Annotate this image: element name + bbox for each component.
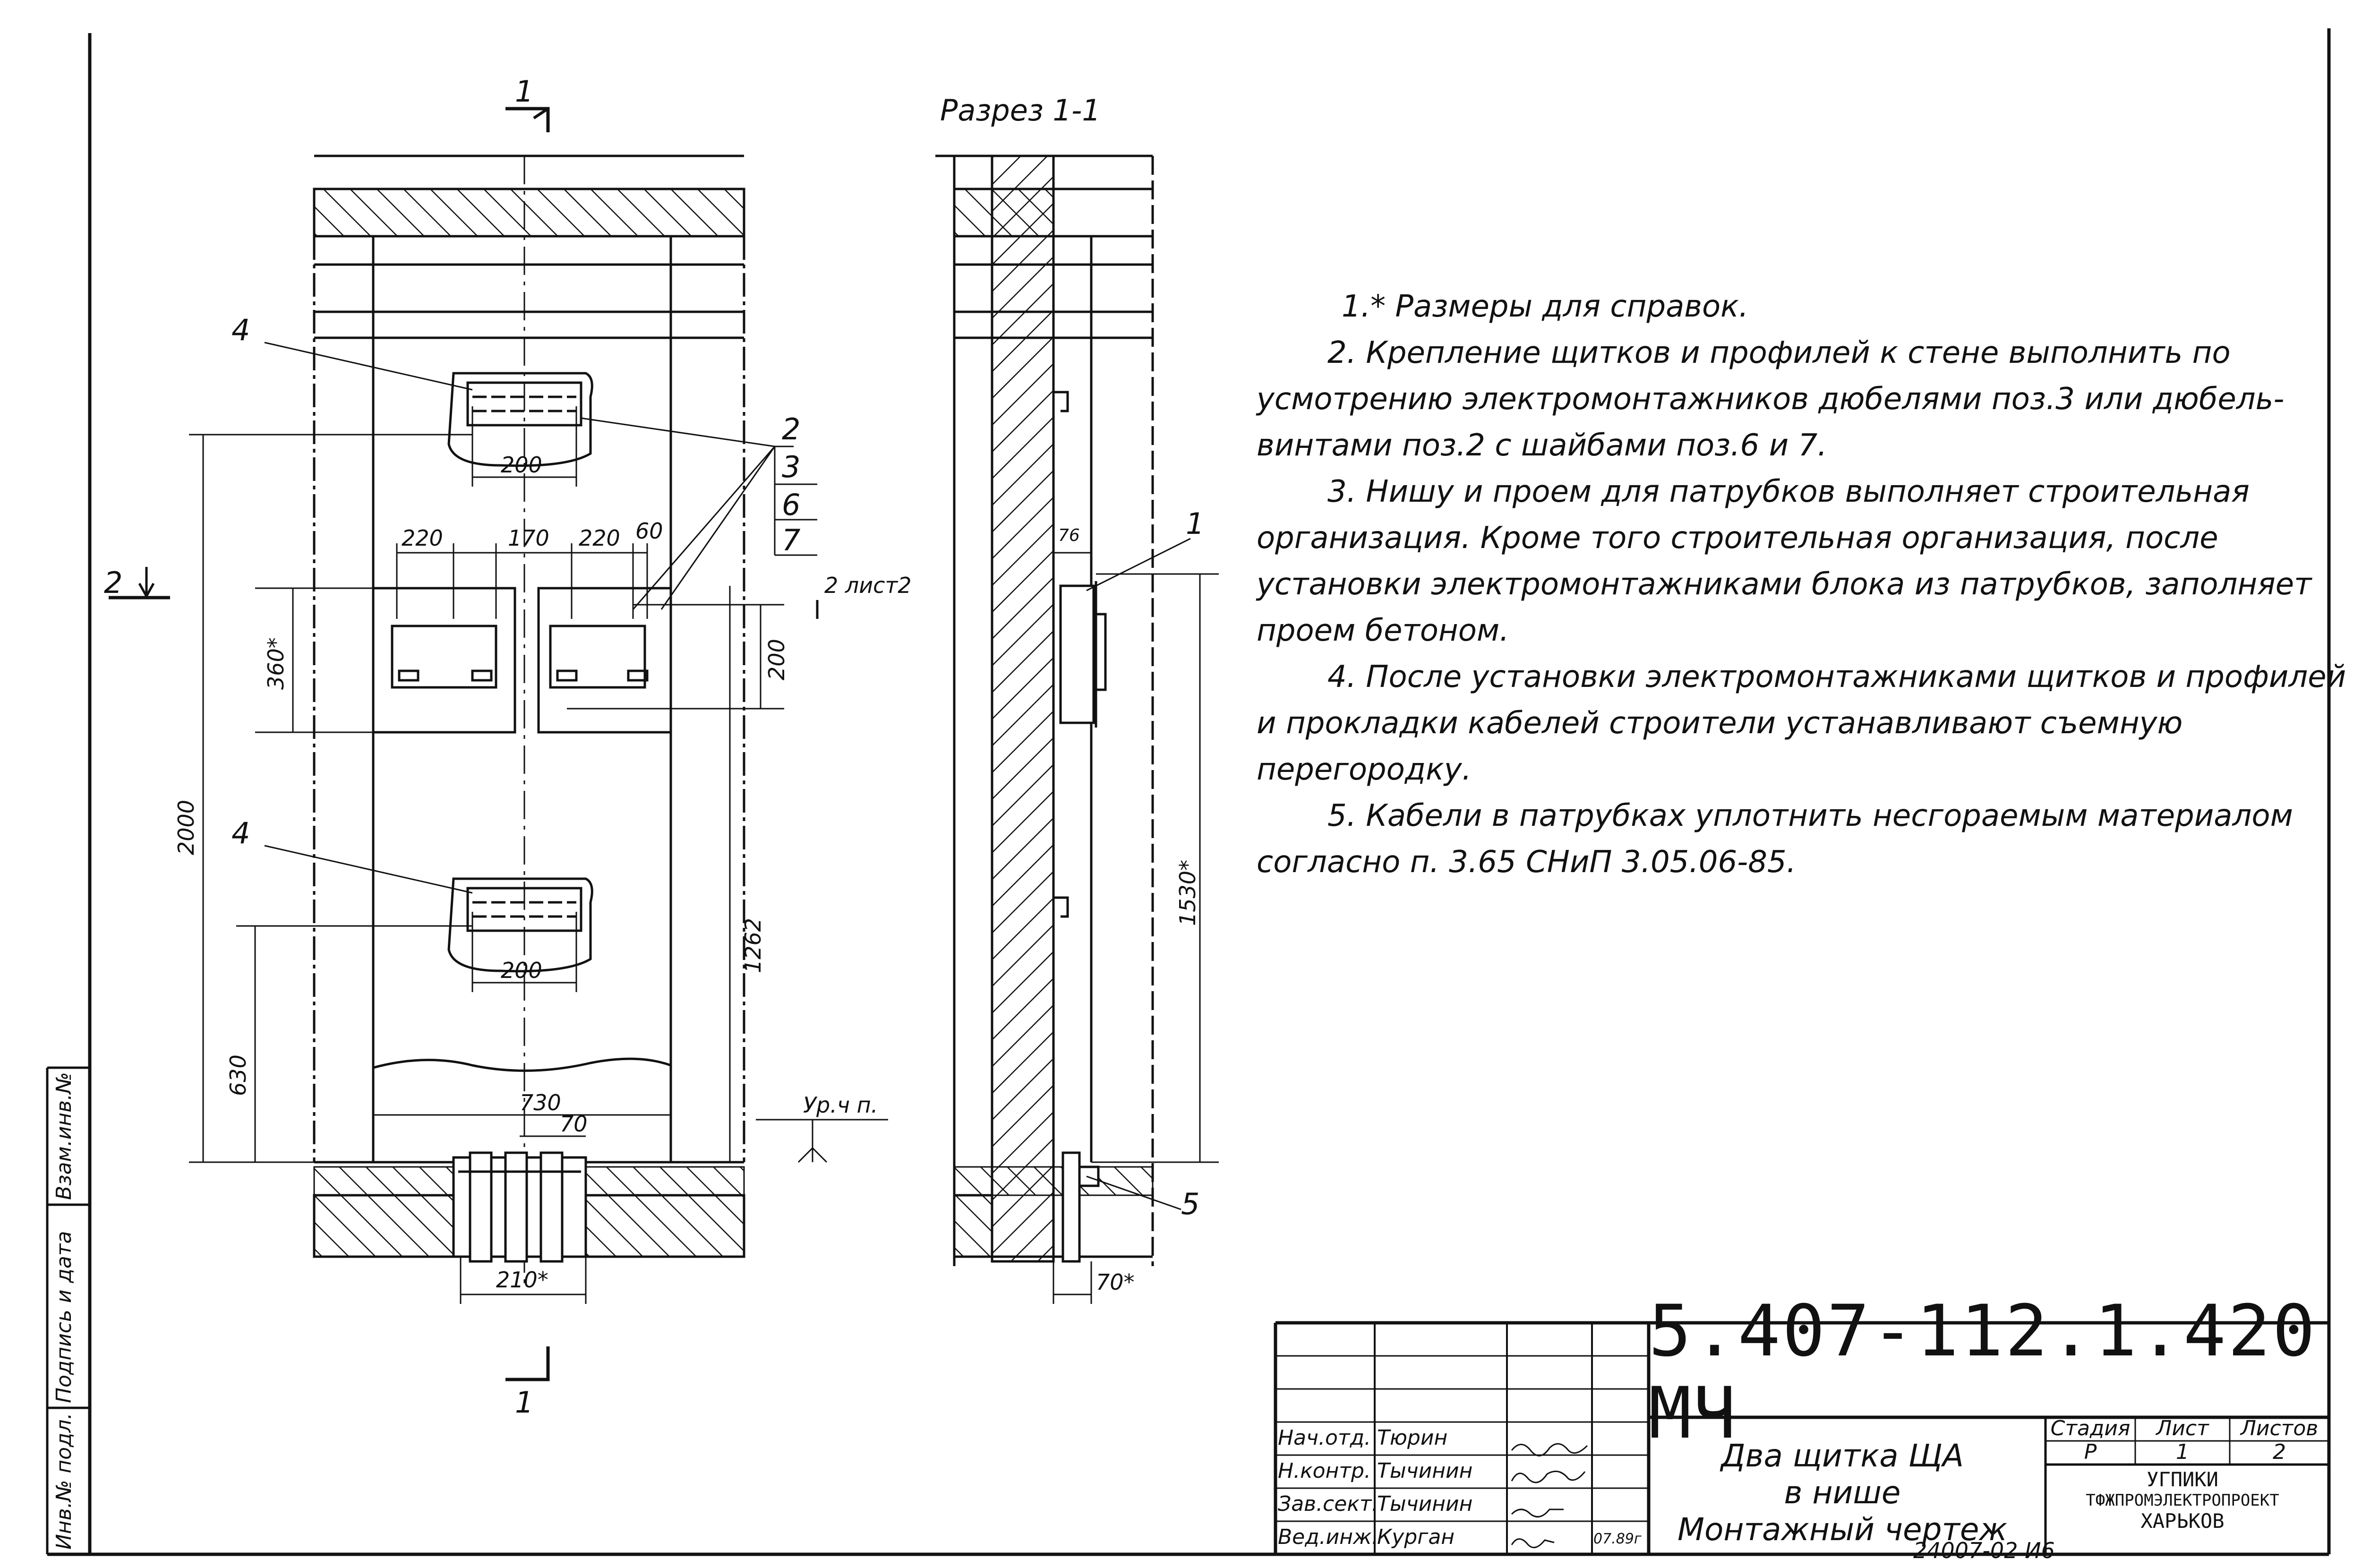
section-mark-top: 1 [515,74,533,109]
dim-210: 210* [496,1267,548,1293]
front-view [313,154,745,1285]
sheet-frame [46,28,2331,1556]
signer-name-1: Тюрин [1377,1426,1448,1450]
drawing-name: Два щитка ЩА в нише Монтажный чертеж [1639,1422,2045,1564]
drawing-labels: Разрез 1-1 1 1 2 2 лист2 Ур.ч п. 4 4 2 3… [104,74,1204,1420]
drawing-name-line2: в нише [1784,1474,1901,1511]
section-title: Разрез 1-1 [940,93,1101,128]
dim-70: 70 [560,1111,588,1137]
drawing-name-line1: Два щитка ЩА [1720,1438,1964,1474]
stage-label: Стадия [2050,1416,2131,1440]
signer-name-4: Курган [1377,1525,1455,1549]
dim-76: 76 [1058,526,1080,545]
view-mark: 2 [104,566,122,600]
signer-name-3: Тычинин [1377,1492,1473,1516]
note-4: 4. После установки электромонтажниками щ… [1257,660,2346,787]
signer-role-2: Н.контр. [1278,1459,1371,1483]
title-block-grid [1274,1321,2329,1554]
dim-2000: 2000 [173,800,199,855]
organization: УГПИКИ ТФЖПРОМЭЛЕКТРОПРОЕКТ ХАРЬКОВ [2045,1469,2319,1532]
general-notes: 1.* Размеры для справок. 2. Крепление щи… [1257,283,2353,885]
dim-220-left: 220 [402,525,443,551]
sheets-label: Листов [2240,1416,2319,1440]
dim-60: 60 [635,518,663,544]
sheet-label: Лист [2156,1416,2209,1440]
section-view [935,154,1154,1266]
drawing-name-line3: Монтажный чертеж [1677,1511,2007,1548]
dim-200-right: 200 [764,639,789,680]
dim-200-lower: 200 [501,958,542,983]
signatures [1511,1443,1588,1549]
callout-1: 1 [1186,506,1204,541]
archive-number: 24007-02 И6 [1913,1538,2055,1563]
org-line2: ТФЖПРОМЭЛЕКТРОПРОЕКТ [2086,1491,2279,1510]
dim-70-section: 70* [1096,1269,1135,1295]
note-3: 3. Нишу и проем для патрубков выполняет … [1257,474,2312,648]
dim-1262: 1262 [740,918,766,973]
dim-170: 170 [508,525,549,551]
dim-730: 730 [520,1090,561,1115]
side-inv-label: Инв.№ подл. [52,1413,76,1550]
wall-section [991,154,1055,1263]
note-5: 5. Кабели в патрубках уплотнить несгорае… [1257,798,2293,880]
note-1: 1.* Размеры для справок. [1342,289,1749,324]
signer-role-3: Зав.сект. [1278,1492,1378,1516]
sheets-value: 2 [2273,1440,2286,1464]
side-swap-label: Взам.инв.№ [52,1072,76,1200]
callout-3: 3 [782,450,800,484]
dim-1530: 1530* [1175,860,1200,926]
front-dimensions [109,107,888,1381]
top-slab [313,188,745,238]
date-value: 07.89г [1593,1531,1642,1547]
callout-5: 5 [1181,1187,1199,1221]
callout-4-lower: 4 [231,816,250,850]
view-ref: 2 лист2 [824,573,912,598]
section-mark-bottom: 1 [515,1385,533,1420]
dim-220-right: 220 [579,525,620,551]
dim-200-upper: 200 [501,452,542,478]
org-line1: УГПИКИ [2147,1468,2218,1491]
dim-360: 360* [263,637,289,690]
callout-6: 6 [782,488,800,522]
drawing-code: 5.407-112.1.420 МЧ [1649,1290,2317,1455]
org-line3: ХАРЬКОВ [2140,1509,2225,1533]
note-2: 2. Крепление щитков и профилей к стене в… [1257,335,2285,463]
dim-630: 630 [225,1054,251,1096]
callout-4-upper: 4 [231,313,250,347]
callout-2: 2 [782,412,800,446]
signer-role-1: Нач.отд. [1278,1426,1371,1450]
level-mark: Ур.ч п. [803,1092,878,1118]
section-dimensions [1053,538,1219,1304]
side-sign-label: Подпись и дата [52,1231,76,1403]
stage-value: Р [2084,1440,2097,1464]
signer-name-2: Тычинин [1377,1459,1473,1483]
sheet-value: 1 [2176,1440,2189,1464]
signer-role-4: Вед.инж. [1278,1525,1378,1549]
callout-7: 7 [782,523,800,557]
